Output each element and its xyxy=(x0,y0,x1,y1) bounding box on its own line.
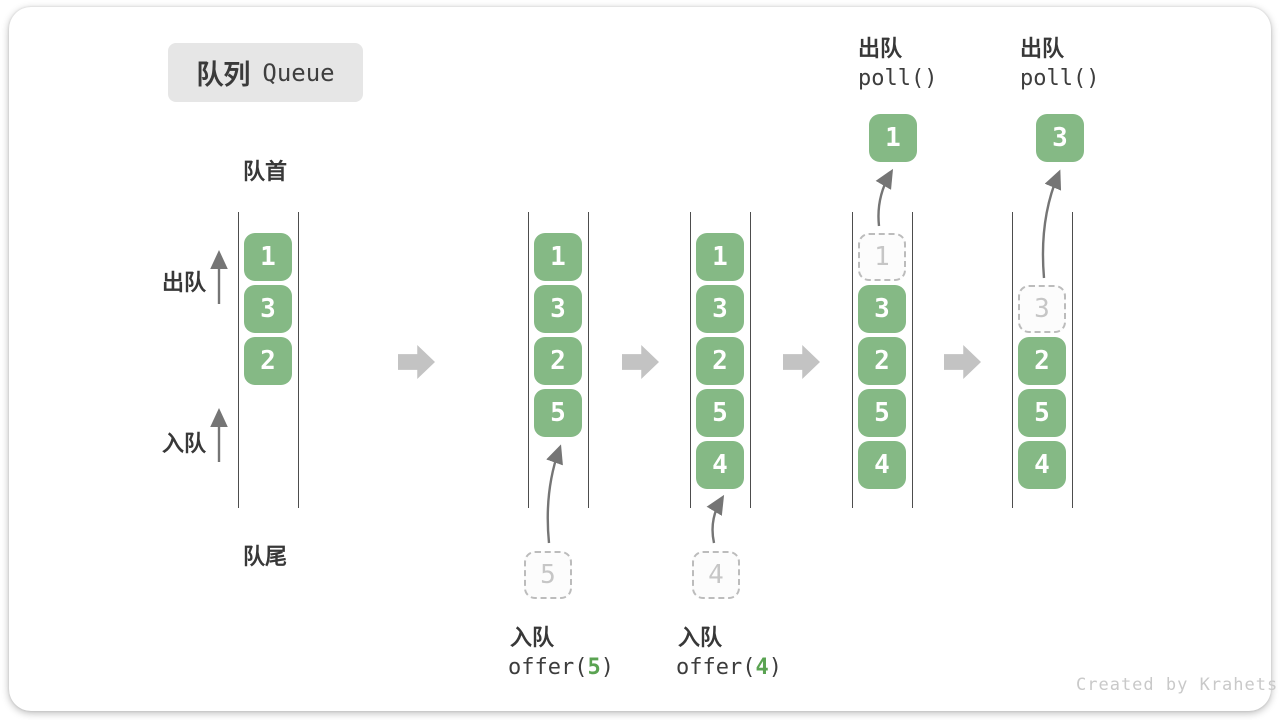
enqueue-op-label: 入队 xyxy=(678,625,723,650)
queue-item: 2 xyxy=(244,337,292,385)
queue-item: 5 xyxy=(696,389,744,437)
staged-item: 4 xyxy=(692,551,740,599)
title-zh: 队列 xyxy=(196,60,251,90)
offer-code: offer(4) xyxy=(676,655,782,680)
queue-item: 2 xyxy=(696,337,744,385)
queue-item: 2 xyxy=(1018,337,1066,385)
enqueue-op-label: 入队 xyxy=(510,625,555,650)
queue-column-2 xyxy=(528,212,589,508)
queue-item: 1 xyxy=(534,233,582,281)
queue-item: 4 xyxy=(696,441,744,489)
queue-item: 5 xyxy=(534,389,582,437)
popped-item: 3 xyxy=(1036,114,1084,162)
enqueue-direction-label: 入队 xyxy=(162,431,207,456)
code-arg: 4 xyxy=(755,655,769,680)
title-en: Queue xyxy=(262,58,335,87)
queue-item: 5 xyxy=(858,389,906,437)
code-close: ) xyxy=(768,655,782,680)
front-label: 队首 xyxy=(243,159,288,184)
poll-code: poll() xyxy=(858,66,938,91)
removed-item: 3 xyxy=(1018,285,1066,333)
queue-item: 5 xyxy=(1018,389,1066,437)
queue-item: 2 xyxy=(534,337,582,385)
dequeue-direction-label: 出队 xyxy=(162,270,207,295)
queue-item: 2 xyxy=(858,337,906,385)
queue-item: 1 xyxy=(244,233,292,281)
dequeue-op-label: 出队 xyxy=(858,36,903,61)
code-open: offer( xyxy=(508,655,588,680)
queue-item: 3 xyxy=(696,285,744,333)
queue-column-3 xyxy=(690,212,751,508)
dequeue-op-label: 出队 xyxy=(1020,36,1065,61)
queue-item: 1 xyxy=(696,233,744,281)
popped-item: 1 xyxy=(869,114,917,162)
code-close: ) xyxy=(600,655,614,680)
removed-item: 1 xyxy=(858,233,906,281)
queue-item: 3 xyxy=(858,285,906,333)
queue-item: 4 xyxy=(1018,441,1066,489)
queue-column-4 xyxy=(852,212,913,508)
watermark: Created by Krahets xyxy=(1076,675,1279,695)
title-badge: 队列 Queue xyxy=(168,43,363,102)
poll-code: poll() xyxy=(1020,66,1100,91)
staged-item: 5 xyxy=(524,551,572,599)
code-arg: 5 xyxy=(587,655,601,680)
rear-label: 队尾 xyxy=(243,544,288,569)
queue-column-1 xyxy=(238,212,299,508)
queue-item: 3 xyxy=(244,285,292,333)
queue-column-5 xyxy=(1012,212,1073,508)
queue-item: 4 xyxy=(858,441,906,489)
queue-item: 3 xyxy=(534,285,582,333)
code-open: offer( xyxy=(676,655,756,680)
offer-code: offer(5) xyxy=(508,655,614,680)
